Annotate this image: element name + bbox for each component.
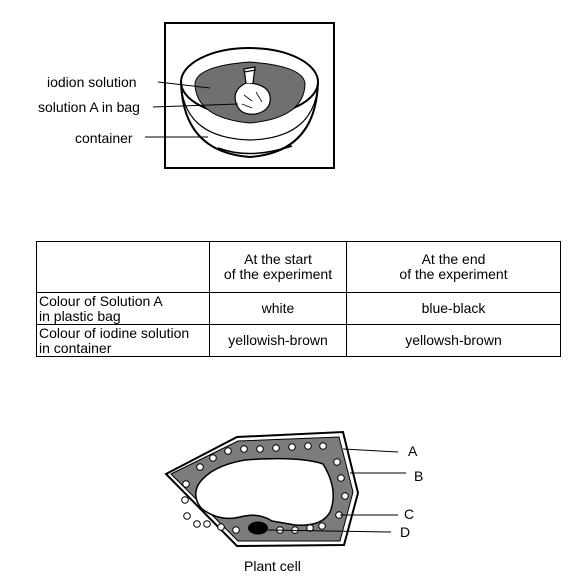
chloroplast bbox=[288, 443, 296, 451]
chloroplast bbox=[224, 447, 232, 455]
table-cell: yellowsh-brown bbox=[346, 324, 561, 357]
solution-a-label: solution A in bag bbox=[38, 99, 140, 115]
chloroplast bbox=[337, 474, 345, 482]
chloroplast bbox=[183, 512, 191, 520]
iodine-solution-label: iodion solution bbox=[47, 74, 137, 90]
chloroplast bbox=[209, 454, 217, 462]
label-a-line bbox=[342, 448, 399, 453]
table-cell: yellowish-brown bbox=[209, 324, 347, 357]
bag-pointer-line bbox=[152, 103, 239, 108]
chloroplast bbox=[232, 526, 240, 534]
plant-cell bbox=[164, 430, 360, 548]
chloroplast bbox=[333, 458, 341, 466]
table-cell: white bbox=[209, 292, 347, 325]
chloroplasts bbox=[181, 442, 349, 534]
chloroplast bbox=[256, 445, 264, 453]
chloroplast bbox=[203, 520, 211, 528]
vacuole bbox=[195, 457, 334, 526]
table-cell: blue-black bbox=[346, 292, 561, 325]
iodine-pointer-line bbox=[157, 81, 211, 89]
chloroplast bbox=[272, 444, 280, 452]
chloroplast bbox=[341, 492, 349, 500]
chloroplast bbox=[304, 442, 312, 450]
label-c: C bbox=[404, 506, 415, 522]
chloroplast bbox=[193, 520, 201, 528]
plant-cell-caption: Plant cell bbox=[244, 558, 301, 574]
chloroplast bbox=[196, 463, 204, 471]
label-d: D bbox=[400, 524, 411, 540]
chloroplast bbox=[318, 522, 326, 530]
label-b: B bbox=[414, 468, 424, 484]
table-cell bbox=[36, 241, 210, 293]
nucleus bbox=[248, 521, 268, 535]
chloroplast bbox=[240, 445, 248, 453]
label-d-line bbox=[267, 529, 392, 533]
label-a: A bbox=[408, 443, 418, 459]
plastic-bag bbox=[234, 66, 271, 115]
chloroplast bbox=[181, 496, 189, 504]
chloroplast bbox=[306, 524, 314, 532]
chloroplast bbox=[182, 480, 190, 488]
chloroplast bbox=[319, 442, 327, 450]
chloroplast bbox=[217, 523, 225, 531]
container-label: container bbox=[75, 130, 133, 146]
